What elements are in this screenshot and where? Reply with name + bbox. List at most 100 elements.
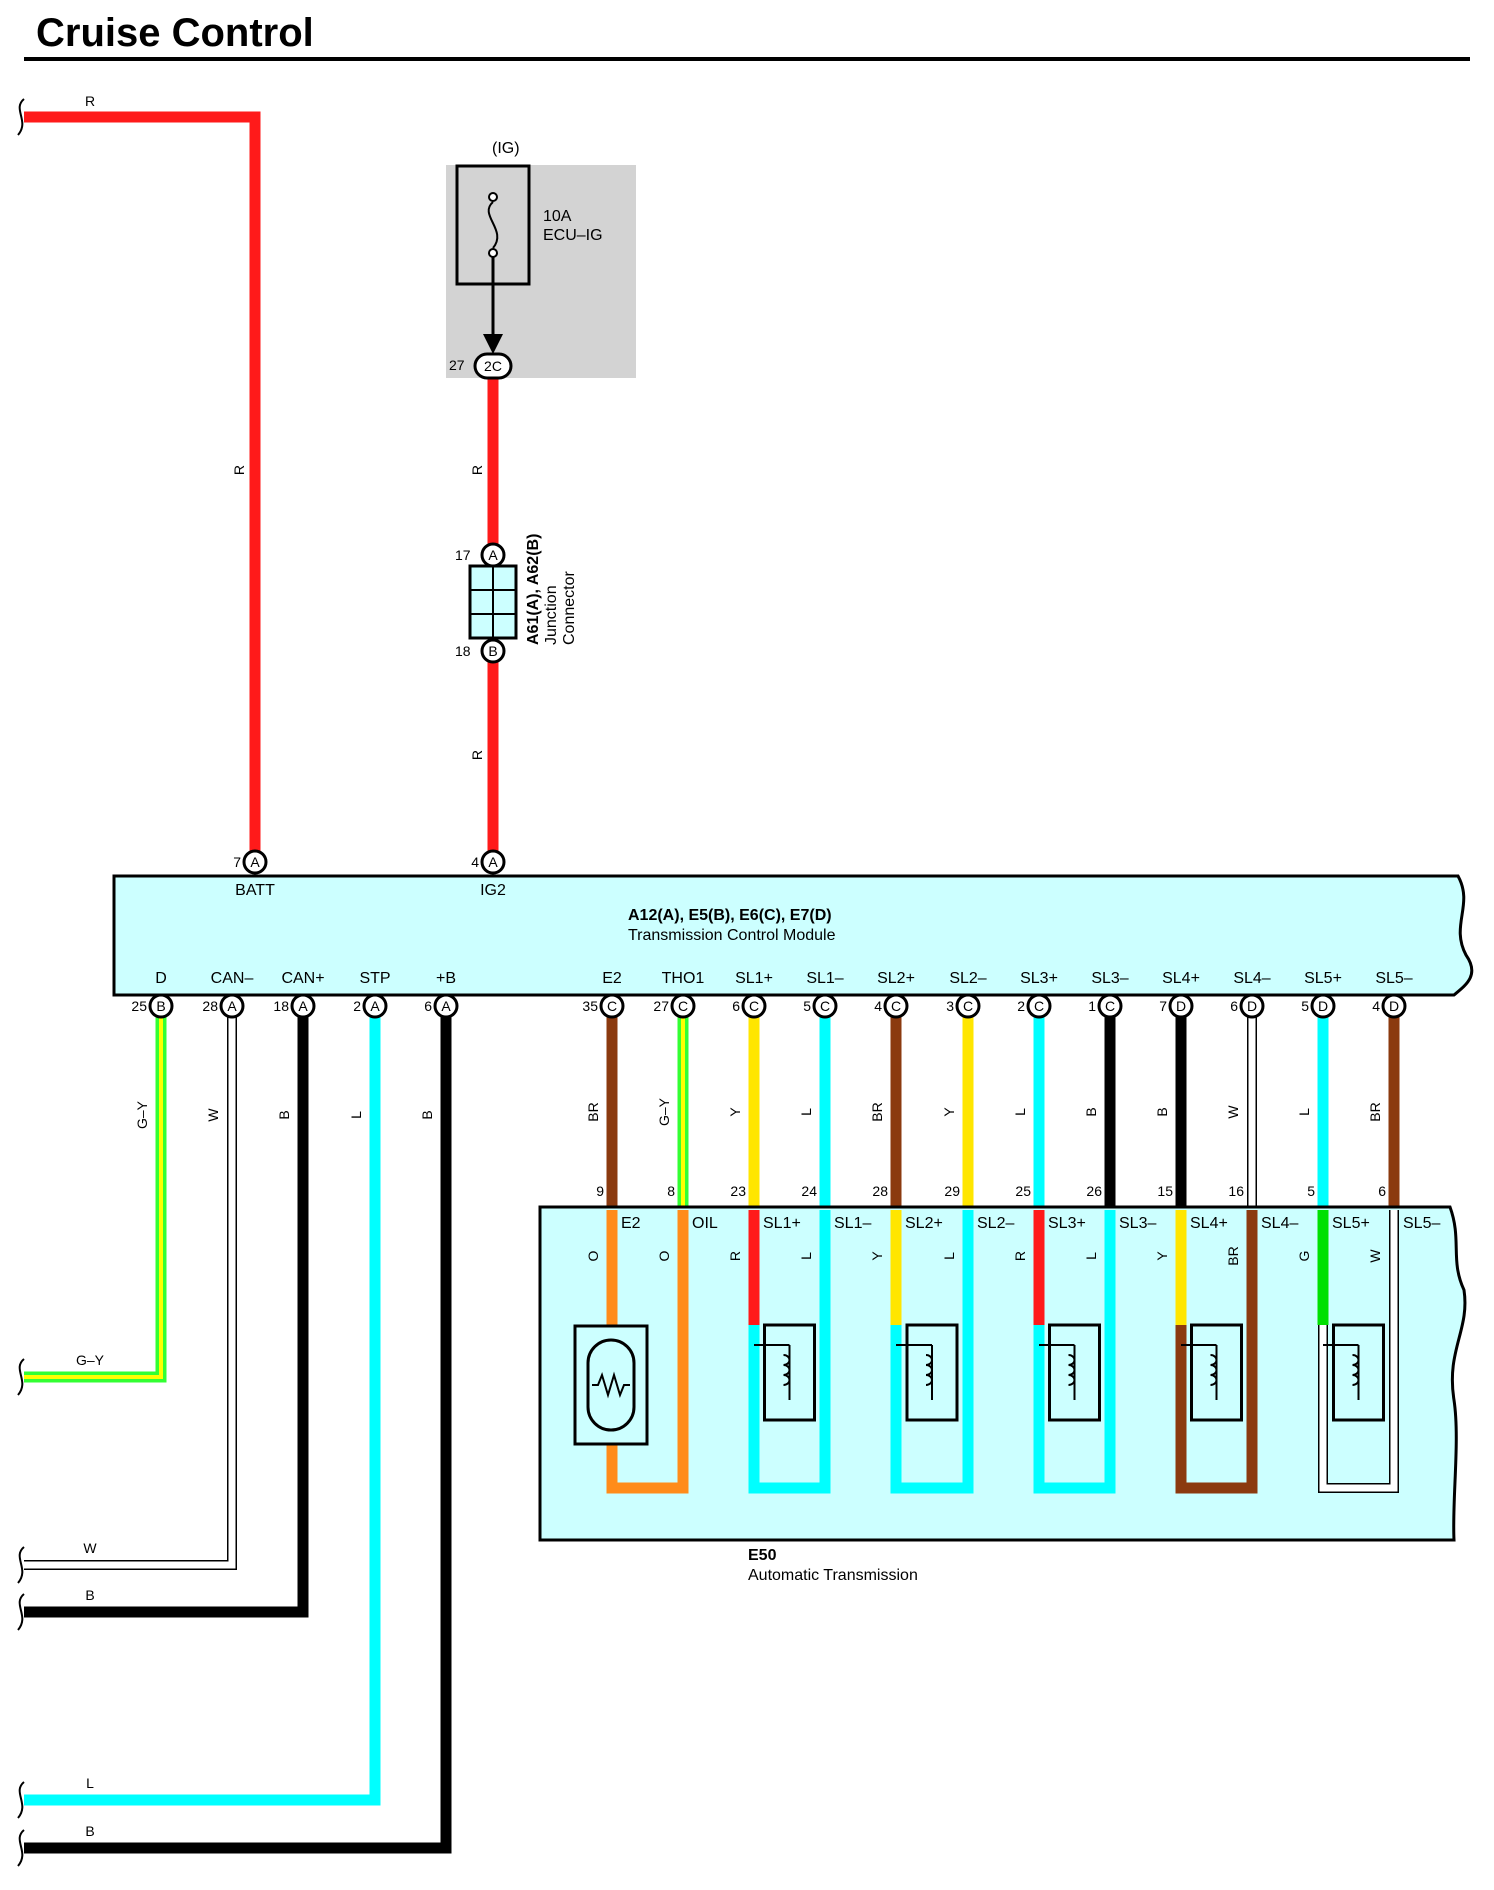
tcm-left-pin-3-num: 2 — [353, 998, 361, 1014]
junction-out-code: B — [488, 643, 497, 659]
e50-color-label-9: BR — [1225, 1246, 1241, 1265]
wire-label-top-left: R — [85, 93, 95, 109]
e50-pin-num-8: 15 — [1157, 1183, 1173, 1199]
e50-pin-label-7: SL3– — [1119, 1215, 1156, 1232]
e50-loop-4 — [1175, 1210, 1258, 1494]
wire-batt — [24, 111, 261, 858]
tcm-right-pin-10-num: 5 — [1301, 998, 1309, 1014]
coil-icon-2 — [925, 1354, 933, 1386]
fuse-arrow-icon — [483, 334, 503, 354]
wire-tcm-left-1-outline — [24, 1008, 237, 1570]
wire-label-tcm-right-3: L — [798, 1108, 814, 1116]
tcm-left-pin-3-marker — [362, 993, 388, 1019]
tcm-left-pin-name-0: D — [155, 970, 167, 987]
wire-label-off_gy: G–Y — [76, 1352, 105, 1368]
e50-loop-3 — [1033, 1210, 1116, 1494]
wire-label-tcm-right-4: BR — [869, 1102, 885, 1121]
e50-color-label-0: O — [585, 1250, 601, 1261]
e50-pin-label-5: SL2– — [977, 1215, 1014, 1232]
tcm-module — [112, 874, 1474, 997]
e50-pin-label-0: E2 — [621, 1215, 641, 1232]
tcm-right-pin-name-2: SL1+ — [735, 970, 773, 987]
tcm-top-pin-0-code: A — [250, 854, 260, 870]
tcm-right-pin-11-marker — [1381, 993, 1407, 1019]
e50-color-label-1: O — [656, 1250, 672, 1261]
fuse-pin-marker — [473, 352, 513, 380]
tcm-left-pin-name-1: CAN– — [211, 970, 254, 987]
off-page-break-icon — [17, 98, 25, 136]
tcm-right-pin-4-num: 4 — [874, 998, 882, 1014]
tcm-right-pin-2-num: 6 — [732, 998, 740, 1014]
tcm-right-pin-2-marker — [741, 993, 767, 1019]
tcm-right-pin-3-marker — [812, 993, 838, 1019]
solenoid-symbol-3 — [1048, 1323, 1101, 1422]
e50-loop-2 — [890, 1210, 974, 1494]
wire-label-tcm-right-10: L — [1296, 1108, 1312, 1116]
tcm-left-pin-2-code: A — [298, 998, 308, 1014]
wire-label-tcm-right-2: Y — [727, 1107, 743, 1117]
wire-label-tcm-right-5: Y — [941, 1107, 957, 1117]
e50-color-label-10: G — [1296, 1251, 1312, 1262]
tcm-right-pin-name-4: SL2+ — [877, 970, 915, 987]
e50-pin-label-2: SL1+ — [763, 1215, 801, 1232]
tcm-right-pin-name-1: THO1 — [662, 970, 705, 987]
e50-color-label-8: Y — [1154, 1251, 1170, 1261]
tcm-left-pin-3-code: A — [370, 998, 380, 1014]
tcm-left-pin-4-num: 6 — [424, 998, 432, 1014]
ig-label: (IG) — [492, 140, 520, 157]
e50-color-label-5: L — [941, 1252, 957, 1260]
wire-label-tcm-right-9: W — [1225, 1105, 1241, 1119]
wire-label-tcm-left-4: B — [419, 1110, 435, 1119]
tcm-left-pin-1-num: 28 — [202, 998, 218, 1014]
e50-color-label-3: L — [798, 1252, 814, 1260]
resistor-icon — [592, 1371, 630, 1399]
e50-pin-num-3: 24 — [801, 1183, 817, 1199]
tcm-right-pin-4-marker — [883, 993, 909, 1019]
tcm-left-pin-name-3: STP — [359, 970, 390, 987]
tcm-right-pin-5-marker — [955, 993, 981, 1019]
e50-loop-5 — [1319, 1210, 1398, 1492]
tcm-right-pin-name-10: SL5+ — [1304, 970, 1342, 987]
fuse-pin-code: 2C — [484, 358, 502, 374]
tcm-right-pin-name-0: E2 — [602, 970, 622, 987]
off-page-break-icon-3 — [17, 1781, 25, 1819]
wire-label-off_b2: B — [85, 1823, 94, 1839]
tcm-right-pin-9-num: 6 — [1230, 998, 1238, 1014]
wire-label-tcm-left-2: B — [276, 1110, 292, 1119]
fuse-pin-num: 27 — [449, 357, 465, 373]
fuse-name: ECU–IG — [543, 227, 603, 244]
module-pins: A7BATTA4IG2B25DA28CAN–A18CAN+A2STPA6+BC3… — [131, 849, 1413, 1199]
wire-label-off_w: W — [83, 1540, 97, 1556]
e50-pin-num-7: 26 — [1086, 1183, 1102, 1199]
wire-label-tcm-left-0: G–Y — [134, 1100, 150, 1129]
wire-tcm-left-1 — [24, 1008, 236, 1569]
tcm-right-pin-11-code: D — [1389, 998, 1399, 1014]
tcm-top-pin-0-marker — [242, 849, 268, 875]
off-page-break-icon-2 — [17, 1593, 25, 1631]
e50-pin-label-9: SL4– — [1261, 1215, 1298, 1232]
wire-label-off_b1: B — [85, 1587, 94, 1603]
fuse-element-icon — [487, 201, 499, 249]
junction-in-num: 17 — [455, 547, 471, 563]
junction-in-marker — [480, 542, 506, 568]
e50-desc: Automatic Transmission — [748, 1567, 918, 1584]
tcm-right-pin-3-code: C — [820, 998, 830, 1014]
off-page-break-icon-0 — [17, 1358, 25, 1396]
tcm-right-pin-8-marker — [1168, 993, 1194, 1019]
e50-pin-label-4: SL2+ — [905, 1215, 943, 1232]
tcm-left-pin-4-code: A — [441, 998, 451, 1014]
page-title: Cruise Control — [36, 11, 314, 55]
tcm-right-pin-10-marker — [1310, 993, 1336, 1019]
tcm-left-pin-2-marker — [290, 993, 316, 1019]
tcm-right-pin-7-code: C — [1105, 998, 1115, 1014]
coil-icon-5 — [1352, 1354, 1360, 1386]
tcm-right-pin-name-7: SL3– — [1091, 970, 1128, 987]
wire-label-tcm-right-7: B — [1083, 1107, 1099, 1116]
e50-color-label-11: W — [1367, 1249, 1383, 1263]
off-page-break-icon-1 — [17, 1546, 25, 1584]
tcm-right-pin-8-num: 7 — [1159, 998, 1167, 1014]
tcm-top-pin-0-num: 7 — [233, 854, 241, 870]
tcm-top-pin-1-num: 4 — [471, 854, 479, 870]
e50-pin-num-6: 25 — [1015, 1183, 1031, 1199]
